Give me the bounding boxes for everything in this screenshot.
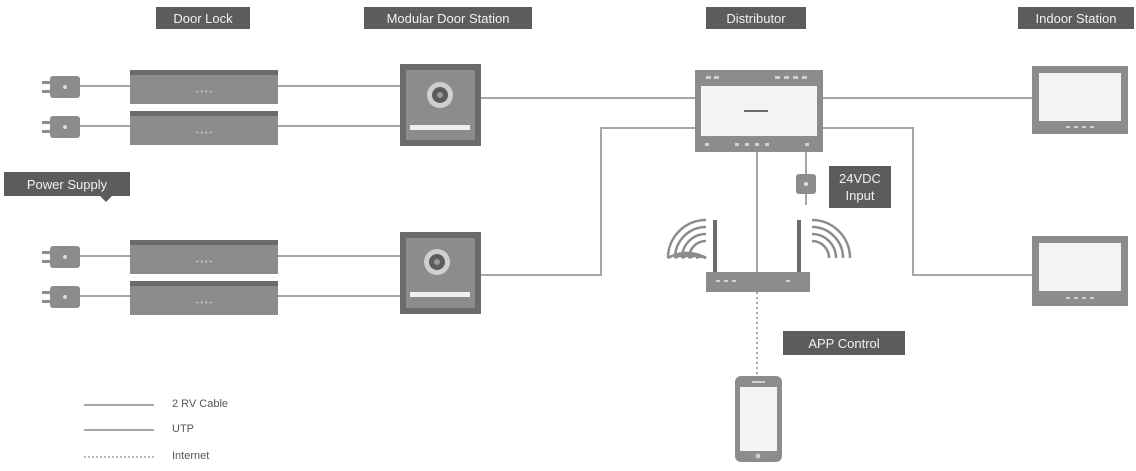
dc-input-line1: 24VDC: [839, 171, 881, 186]
door-lock-label: Door Lock: [156, 7, 250, 29]
dc-input-line2: Input: [845, 188, 875, 203]
legend-label-utp: UTP: [172, 423, 194, 435]
power-plug-icon: [42, 116, 80, 138]
door-lock-icon: • • • •: [130, 281, 278, 315]
cable-station2-distributor: [481, 127, 695, 276]
svg-text:• • • •: • • • •: [196, 259, 212, 266]
door-station-icon: [400, 232, 481, 314]
smartphone-icon: [735, 376, 782, 462]
power-supply-label: Power Supply: [4, 172, 130, 196]
door-locks: • • • • • • • • • • • • • • • •: [130, 70, 278, 315]
power-plug-icon: [42, 286, 80, 308]
power-supply-label-pointer: [100, 196, 112, 202]
indoor-station-icon: [1032, 236, 1128, 306]
dc-input-label: 24VDC Input: [829, 166, 891, 208]
indoor-station-label: Indoor Station: [1018, 7, 1134, 29]
connection-lines: [80, 85, 1032, 297]
door-lock-icon: • • • •: [130, 111, 278, 145]
legend-label-2rv: 2 RV Cable: [172, 398, 229, 410]
router-icon: [706, 220, 810, 292]
wifi-left-icon: [666, 218, 707, 260]
power-adapter-icon: [796, 174, 816, 194]
distributor-label: Distributor: [706, 7, 806, 29]
wifi-right-icon: [811, 218, 852, 259]
door-lock-icon: • • • •: [130, 70, 278, 104]
power-plugs: [42, 76, 80, 308]
power-plug-icon: [42, 76, 80, 98]
legend-swatches: [84, 404, 154, 458]
door-station-icon: [400, 64, 481, 146]
svg-text:• • • •: • • • •: [196, 89, 212, 96]
distributor-icon: [695, 70, 823, 152]
app-control-label: APP Control: [783, 331, 905, 355]
svg-text:• • • •: • • • •: [196, 300, 212, 307]
svg-text:• • • •: • • • •: [196, 130, 212, 137]
door-lock-icon: • • • •: [130, 240, 278, 274]
modular-door-station-label: Modular Door Station: [364, 7, 532, 29]
indoor-station-icon: [1032, 66, 1128, 134]
power-plug-icon: [42, 246, 80, 268]
cable-distributor-indoor2: [823, 127, 1032, 276]
legend-label-internet: Internet: [172, 450, 210, 462]
